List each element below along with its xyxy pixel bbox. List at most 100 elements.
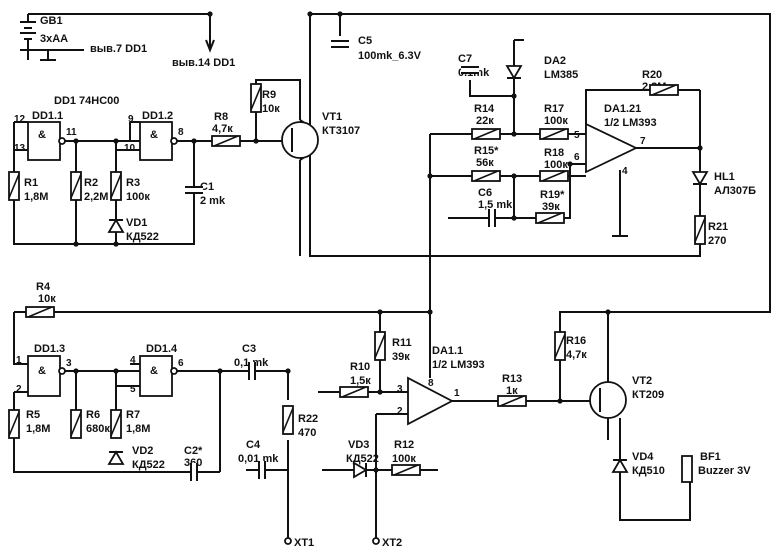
resistor-r13: [497, 395, 527, 407]
xt1-label: XT1: [294, 537, 314, 549]
da1-1-minus: [330, 413, 430, 541]
resistor-r20: [649, 84, 679, 96]
r17-ref: R17: [544, 103, 564, 115]
vt2-load: [607, 312, 691, 521]
c5-label: C5: [358, 35, 372, 47]
led-hl1: [691, 171, 709, 186]
r9-ref: R9: [262, 89, 276, 101]
junction-dot: [377, 309, 383, 315]
r1-ref: R1: [24, 177, 38, 189]
nand-gate-dd1-4: DD1.4 &: [139, 343, 178, 397]
capacitor-c4: [258, 461, 266, 479]
junction-dot: [207, 11, 213, 17]
resistor-r21: [694, 215, 706, 245]
resistor-r2: [70, 171, 82, 201]
junction-dot: [605, 309, 611, 315]
resistor-r5: [8, 409, 20, 439]
r17-val: 100к: [544, 115, 568, 127]
junction-dot: [697, 145, 703, 151]
resistor-r22: [282, 405, 294, 435]
led-hl1-body: [691, 171, 709, 186]
dd1-4-out: [177, 370, 289, 440]
c7-ref: C7: [458, 53, 472, 65]
resistor-r9: [250, 83, 262, 113]
r13-val: 1к: [506, 385, 518, 397]
capacitor-c6-gap: [489, 209, 495, 227]
vt2-ref: VT2: [632, 375, 652, 387]
terminal-xt1: [284, 537, 292, 545]
r11-ref: R11: [392, 337, 412, 349]
component-labels: R1 1,8M R2 2,2M R3 100к VD1 КД522 R8 4,7…: [24, 53, 756, 477]
resistor-r3: [110, 171, 122, 201]
junction-dot: [191, 138, 197, 144]
c3-ref: C3: [242, 343, 256, 355]
r13-ref: R13: [502, 373, 522, 385]
resistor-r6: [70, 409, 82, 439]
c5-value: 100mk_6.3V: [358, 50, 422, 62]
resistor-r16-mark: [554, 333, 566, 359]
resistor-r11: [374, 331, 386, 361]
hl1-val: АЛ307Б: [714, 185, 756, 197]
r15-ref: R15*: [474, 145, 499, 157]
vd2-val: КД522: [132, 459, 165, 471]
r10-val: 1,5к: [350, 375, 371, 387]
diode-vd3-body: [353, 461, 368, 479]
capacitor-c5: [331, 40, 349, 48]
battery-gb1: GB1 3xAA: [20, 14, 68, 50]
diode-da2-body: [505, 65, 523, 80]
da1-2-ref: DA1.21: [604, 103, 641, 115]
resistor-r4-mark: [27, 306, 53, 318]
da1-1-pin-2: 2: [397, 406, 403, 417]
junction-dot: [511, 131, 517, 137]
to-pin14-label: выв.14 DD1: [172, 57, 235, 69]
c4-ref: C4: [246, 439, 261, 451]
top-rail-left: [28, 13, 211, 50]
dd1-1-inputs: [13, 121, 140, 245]
pin-2: 2: [16, 384, 22, 395]
nand-gate-dd1-3: DD1.3 &: [27, 343, 66, 397]
da1-1-ref: DA1.1: [432, 345, 463, 357]
c2-ref: C2*: [184, 445, 203, 457]
opamp-da1-2: 5 6 7 4: [574, 122, 646, 177]
passive-parts: [8, 40, 709, 481]
r16-ref: R16: [566, 335, 586, 347]
vd4-val: КД510: [632, 465, 665, 477]
r7-val: 1,8M: [126, 423, 150, 435]
dd1-3-out: [65, 363, 140, 430]
to-pin7-label: выв.7 DD1: [90, 43, 147, 55]
r1-val: 1,8M: [24, 191, 48, 203]
junction-dot: [511, 215, 517, 221]
r7-ref: R7: [126, 409, 140, 421]
vd2-ref: VD2: [132, 445, 153, 457]
capacitor-c4-gap: [259, 461, 265, 479]
capacitor-c2: [190, 463, 198, 481]
pin-8: 8: [178, 127, 184, 138]
junction-dot: [73, 368, 79, 374]
r18-ref: R18: [544, 147, 564, 159]
pin-6: 6: [178, 358, 184, 369]
vd1-ref: VD1: [126, 217, 147, 229]
resistor-r19-mark: [537, 212, 563, 224]
r10-ref: R10: [350, 361, 370, 373]
capacitor-c2-gap: [191, 463, 197, 481]
resistor-r7: [110, 409, 122, 439]
r18-val: 100к: [544, 159, 568, 171]
r22-ref: R22: [298, 413, 318, 425]
da1-1-pin-8: 8: [428, 378, 434, 389]
resistor-r3-mark: [110, 173, 122, 199]
junction-dot: [377, 389, 383, 395]
dd1-2-label: DD1.2: [142, 110, 173, 122]
resistor-r10: [339, 386, 369, 398]
r22-val: 470: [298, 427, 316, 439]
resistor-r14-mark: [473, 128, 499, 140]
resistor-r5-mark: [8, 411, 20, 437]
diode-vd1-body: [107, 218, 125, 233]
junction-dot: [113, 138, 119, 144]
capacitor-c5-gap: [331, 41, 349, 47]
pin-12: 12: [14, 114, 26, 125]
r21-ref: R21: [708, 221, 728, 233]
resistor-r21-mark: [694, 217, 706, 243]
da1-2-pin-6: 6: [574, 152, 580, 163]
resistor-r1-mark: [8, 173, 20, 199]
r16-val: 4,7к: [566, 349, 587, 361]
